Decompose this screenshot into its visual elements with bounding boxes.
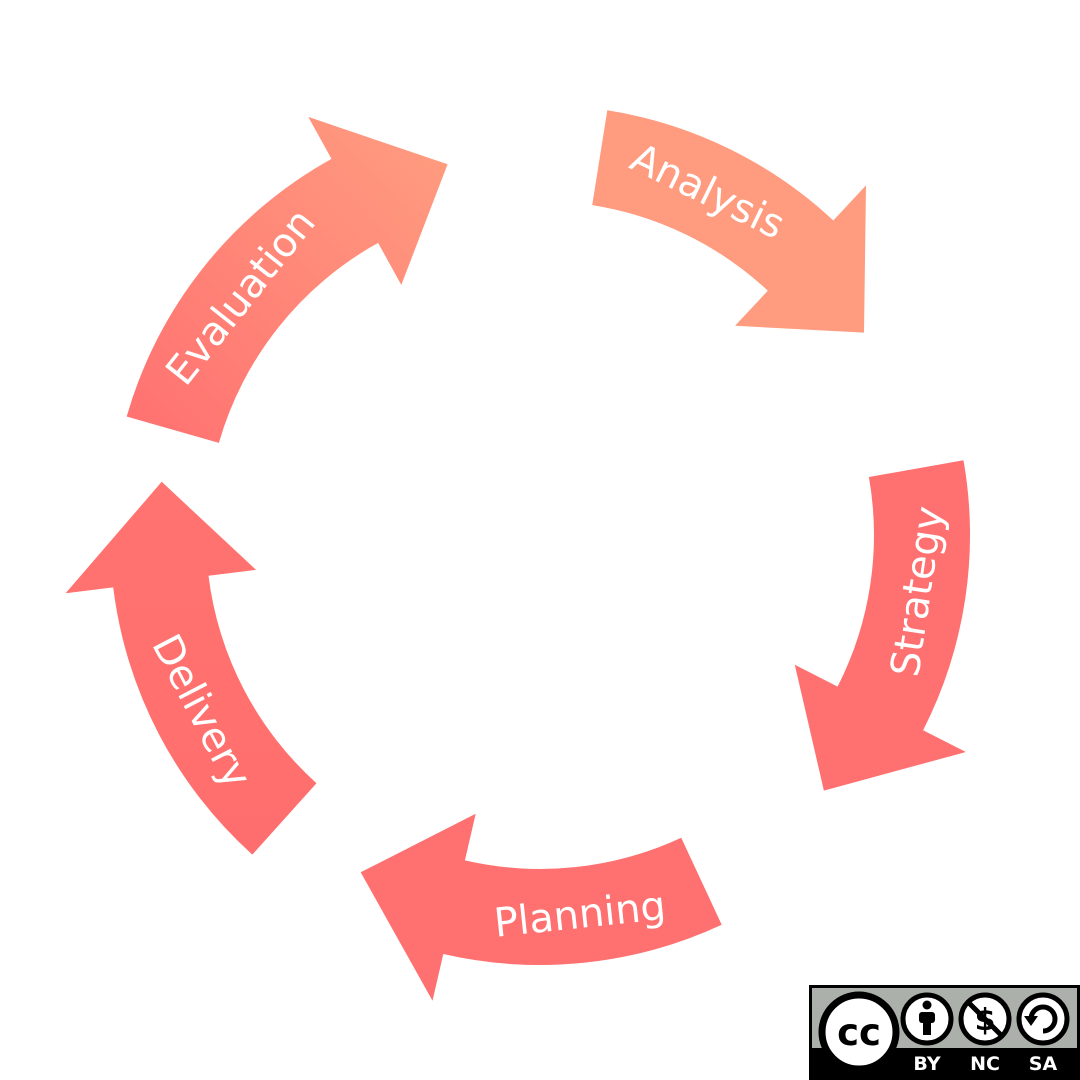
license-term-sa: SA [1029,1053,1058,1075]
strategy-arrow [794,460,971,791]
planning-arrow [360,813,722,1001]
delivery-arrow [65,481,317,855]
cc-by-nc-sa-license-badge: cc $ BY NC SA [809,985,1080,1080]
cc-symbol-text: cc [837,1011,881,1054]
license-term-nc: NC [970,1053,1000,1075]
cc-icon: cc [818,991,900,1073]
sharealike-icon [1016,992,1070,1046]
cycle-arrows [65,110,971,1001]
evaluation-arrow [126,116,448,443]
attribution-icon [900,992,954,1046]
noncommercial-icon: $ [958,992,1012,1046]
analysis-arrow [592,110,866,333]
license-term-by: BY [913,1053,940,1075]
